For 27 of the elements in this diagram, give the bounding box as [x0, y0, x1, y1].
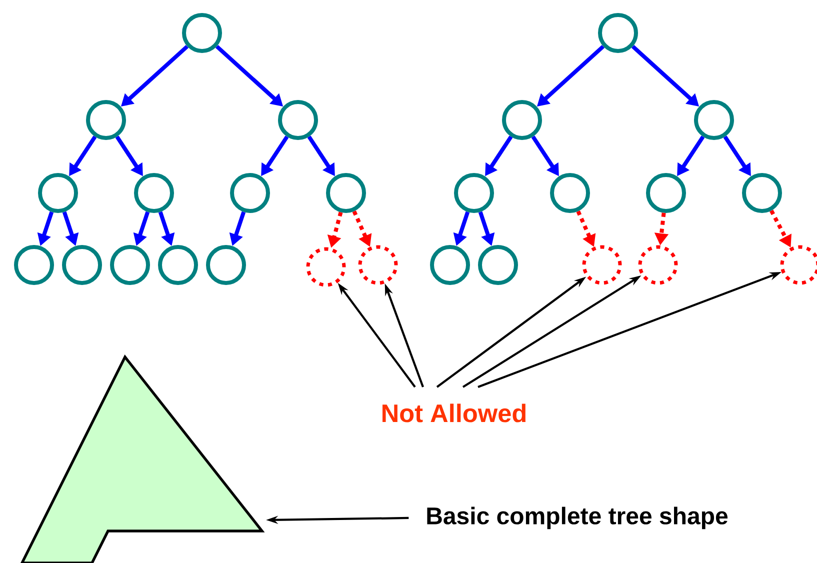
- tree-node-circle: [550, 173, 590, 213]
- dotted-circle: [582, 245, 622, 285]
- tree-node-circle: [86, 100, 126, 140]
- tree-node-circle: [158, 245, 198, 285]
- tree-node-circle: [326, 173, 366, 213]
- tree-node-circle: [38, 173, 78, 213]
- tree-node-circle: [646, 173, 686, 213]
- tree-node-circle: [694, 100, 734, 140]
- text-label: Basic complete tree shape: [427, 506, 728, 530]
- dotted-circle: [358, 245, 398, 285]
- tree-node-circle: [110, 245, 150, 285]
- dotted-circle: [638, 245, 678, 285]
- text-label: Not Allowed: [382, 404, 526, 422]
- tree-node-circle: [230, 173, 270, 213]
- tree-node-circle: [134, 173, 174, 213]
- tree-node-circle: [278, 100, 318, 140]
- tree-node-circle: [14, 245, 54, 285]
- tree-node-circle: [742, 173, 782, 213]
- tree-node-circle: [502, 100, 542, 140]
- tree-node-circle: [62, 245, 102, 285]
- tree-node-circle: [182, 13, 222, 53]
- tree-node-circle: [430, 245, 470, 285]
- dotted-circle: [306, 247, 346, 287]
- tree-node-circle: [206, 245, 246, 285]
- tree-node-circle: [598, 13, 638, 53]
- tree-node-circle: [454, 173, 494, 213]
- tree-node-circle: [478, 245, 518, 285]
